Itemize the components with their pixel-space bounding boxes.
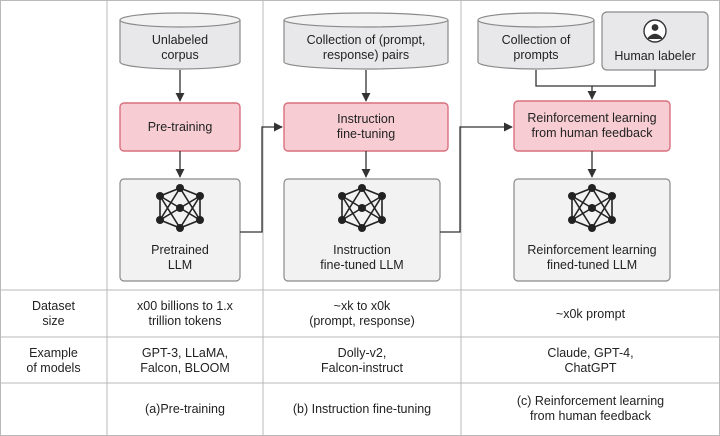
cell-examples-instruction: Dolly-v2, Falcon-instruct — [321, 345, 403, 375]
label-unlabeled-corpus: Unlabeled corpus — [151, 33, 209, 62]
label-instruction-llm: Instruction fine-tuned LLM — [320, 243, 404, 272]
neural-network-icon — [156, 184, 204, 232]
label-collection-of-prompts: Collection of prompts — [501, 33, 571, 62]
arrow-prompts-to-rlhf — [535, 70, 597, 100]
label-pretraining-process: Pre-training — [147, 119, 213, 134]
cylinder-collection-of-prompts — [477, 12, 595, 70]
flow-arrows — [175, 70, 656, 233]
row-label-dataset-size: Dataset size — [31, 299, 76, 328]
cell-dataset-size-instruction: ~xk to x0k (prompt, response) — [309, 299, 415, 328]
label-human-labeler: Human labeler — [614, 48, 696, 63]
label-prompt-response-pairs: Collection of (prompt, response) pairs — [306, 33, 426, 62]
label-rlhf-llm: Reinforcement learning fined-tuned LLM — [527, 243, 657, 272]
person-icon — [643, 19, 667, 43]
cylinder-unlabeled-corpus — [119, 12, 241, 70]
label-instruction-process: Instruction fine-tuning — [336, 112, 396, 141]
label-rlhf-process: Reinforcement learning from human feedba… — [527, 111, 657, 140]
cell-dataset-size-rlhf: ~x0k prompt — [555, 306, 626, 321]
arrow-pretrained-to-instruction — [240, 122, 283, 233]
caption-rlhf: (c) Reinforcement learning from human fe… — [516, 394, 665, 423]
arrow-instructed-to-rlhf — [440, 122, 513, 233]
cell-dataset-size-pretraining: x00 billions to 1.x trillion tokens — [137, 299, 233, 328]
row-label-examples: Example of models — [26, 345, 81, 375]
cylinder-prompt-response-pairs — [283, 12, 449, 70]
caption-instruction: (b) Instruction fine-tuning — [292, 401, 432, 416]
cell-examples-rlhf: Claude, GPT-4, ChatGPT — [547, 345, 634, 375]
label-pretrained-llm: Pretrained LLM — [151, 243, 209, 272]
arrow-labeler-to-rlhf — [592, 70, 656, 87]
cell-examples-pretraining: GPT-3, LLaMA, Falcon, BLOOM — [140, 345, 230, 375]
caption-pretraining: (a)Pre-training — [145, 401, 225, 416]
